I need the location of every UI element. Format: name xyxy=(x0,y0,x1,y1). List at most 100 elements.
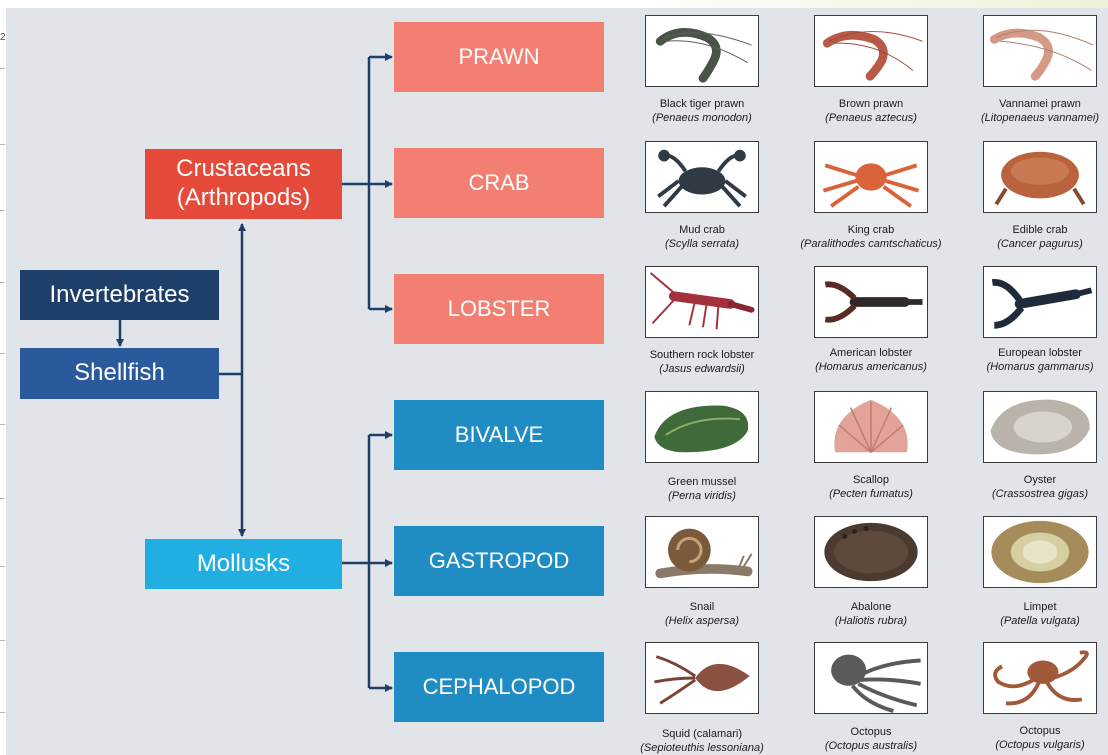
species-caption: Squid (calamari)(Sepioteuthis lessoniana… xyxy=(617,727,787,755)
species-name: King crab xyxy=(786,223,956,237)
shellfish-label: Shellfish xyxy=(74,359,165,388)
octopus-icon xyxy=(815,643,927,713)
species-caption: Brown prawn(Penaeus aztecus) xyxy=(786,97,956,125)
species-scientific: (Patella vulgata) xyxy=(955,614,1108,628)
species-name: Black tiger prawn xyxy=(617,97,787,111)
cephalopod-box: CEPHALOPOD xyxy=(394,652,604,722)
species-scientific: (Haliotis rubra) xyxy=(786,614,956,628)
species-caption: Snail(Helix aspersa) xyxy=(617,600,787,628)
snail-image xyxy=(645,516,759,588)
species-caption: Vannamei prawn(Litopenaeus vannamei) xyxy=(955,97,1108,125)
species-name: Octopus xyxy=(955,724,1108,738)
species-caption: American lobster(Homarus americanus) xyxy=(786,346,956,374)
arthropods-label: (Arthropods) xyxy=(177,184,310,213)
species-scientific: (Penaeus aztecus) xyxy=(786,111,956,125)
species-name: Edible crab xyxy=(955,223,1108,237)
crab-icon xyxy=(984,142,1096,212)
species-scientific: (Penaeus monodon) xyxy=(617,111,787,125)
mollusks-label: Mollusks xyxy=(197,550,290,579)
black-tiger-prawn-image xyxy=(645,15,759,87)
species-name: Vannamei prawn xyxy=(955,97,1108,111)
lobster-box: LOBSTER xyxy=(394,274,604,344)
species-caption: Southern rock lobster(Jasus edwardsii) xyxy=(617,348,787,376)
species-caption: European lobster(Homarus gammarus) xyxy=(955,346,1108,374)
species-scientific: (Perna viridis) xyxy=(617,489,787,503)
prawn-icon xyxy=(646,16,758,86)
octopus-australis-image xyxy=(814,642,928,714)
abalone-image xyxy=(814,516,928,588)
species-caption: Abalone(Haliotis rubra) xyxy=(786,600,956,628)
prawn-icon xyxy=(815,16,927,86)
gastropod-label: GASTROPOD xyxy=(429,548,570,574)
species-name: Octopus xyxy=(786,725,956,739)
species-scientific: (Helix aspersa) xyxy=(617,614,787,628)
mud-crab-image xyxy=(645,141,759,213)
oyster-icon xyxy=(984,392,1096,462)
edible-crab-image xyxy=(983,141,1097,213)
species-scientific: (Sepioteuthis lessoniana) xyxy=(617,741,787,755)
octopus-vulgaris-image xyxy=(983,642,1097,714)
scallop-image xyxy=(814,391,928,463)
species-scientific: (Litopenaeus vannamei) xyxy=(955,111,1108,125)
species-scientific: (Homarus gammarus) xyxy=(955,360,1108,374)
lobster-icon xyxy=(815,267,927,337)
species-scientific: (Scylla serrata) xyxy=(617,237,787,251)
crustaceans-label: Crustaceans xyxy=(176,155,311,184)
species-scientific: (Cancer pagurus) xyxy=(955,237,1108,251)
american-lobster-image xyxy=(814,266,928,338)
bivalve-box: BIVALVE xyxy=(394,400,604,470)
crab-label: CRAB xyxy=(468,170,529,196)
invertebrates-box: Invertebrates xyxy=(20,270,219,320)
octopus-icon xyxy=(984,643,1096,713)
mussel-icon xyxy=(646,392,758,462)
species-name: Mud crab xyxy=(617,223,787,237)
lobster-label: LOBSTER xyxy=(448,296,551,322)
squid-image xyxy=(645,642,759,714)
species-name: Scallop xyxy=(786,473,956,487)
species-caption: Mud crab(Scylla serrata) xyxy=(617,223,787,251)
species-caption: Edible crab(Cancer pagurus) xyxy=(955,223,1108,251)
vannamei-prawn-image xyxy=(983,15,1097,87)
brown-prawn-image xyxy=(814,15,928,87)
species-name: Southern rock lobster xyxy=(617,348,787,362)
crab-box: CRAB xyxy=(394,148,604,218)
species-scientific: (Octopus australis) xyxy=(786,739,956,753)
limpet-image xyxy=(983,516,1097,588)
species-name: American lobster xyxy=(786,346,956,360)
abalone-icon xyxy=(815,517,927,587)
species-caption: King crab(Paralithodes camtschaticus) xyxy=(786,223,956,251)
bivalve-label: BIVALVE xyxy=(455,422,543,448)
species-name: Green mussel xyxy=(617,475,787,489)
shellfish-box: Shellfish xyxy=(20,348,219,399)
limpet-icon xyxy=(984,517,1096,587)
prawn-label: PRAWN xyxy=(458,44,539,70)
green-mussel-image xyxy=(645,391,759,463)
prawn-box: PRAWN xyxy=(394,22,604,92)
crab-icon xyxy=(815,142,927,212)
species-scientific: (Paralithodes camtschaticus) xyxy=(786,237,956,251)
species-caption: Octopus(Octopus vulgaris) xyxy=(955,724,1108,752)
species-caption: Green mussel(Perna viridis) xyxy=(617,475,787,503)
mollusks-box: Mollusks xyxy=(145,539,342,589)
oyster-image xyxy=(983,391,1097,463)
species-scientific: (Octopus vulgaris) xyxy=(955,738,1108,752)
species-name: Limpet xyxy=(955,600,1108,614)
species-caption: Black tiger prawn(Penaeus monodon) xyxy=(617,97,787,125)
cephalopod-label: CEPHALOPOD xyxy=(423,674,576,700)
species-caption: Limpet(Patella vulgata) xyxy=(955,600,1108,628)
species-scientific: (Homarus americanus) xyxy=(786,360,956,374)
gastropod-box: GASTROPOD xyxy=(394,526,604,596)
species-name: Squid (calamari) xyxy=(617,727,787,741)
king-crab-image xyxy=(814,141,928,213)
squid-icon xyxy=(646,643,758,713)
species-name: European lobster xyxy=(955,346,1108,360)
species-scientific: (Crassostrea gigas) xyxy=(955,487,1108,501)
prawn-icon xyxy=(984,16,1096,86)
species-caption: Octopus(Octopus australis) xyxy=(786,725,956,753)
species-caption: Oyster(Crassostrea gigas) xyxy=(955,473,1108,501)
invertebrates-label: Invertebrates xyxy=(49,281,189,310)
southern-rock-lobster-image xyxy=(645,266,759,338)
lobster-icon xyxy=(984,267,1096,337)
species-name: Snail xyxy=(617,600,787,614)
crustaceans-box: Crustaceans (Arthropods) xyxy=(145,149,342,219)
